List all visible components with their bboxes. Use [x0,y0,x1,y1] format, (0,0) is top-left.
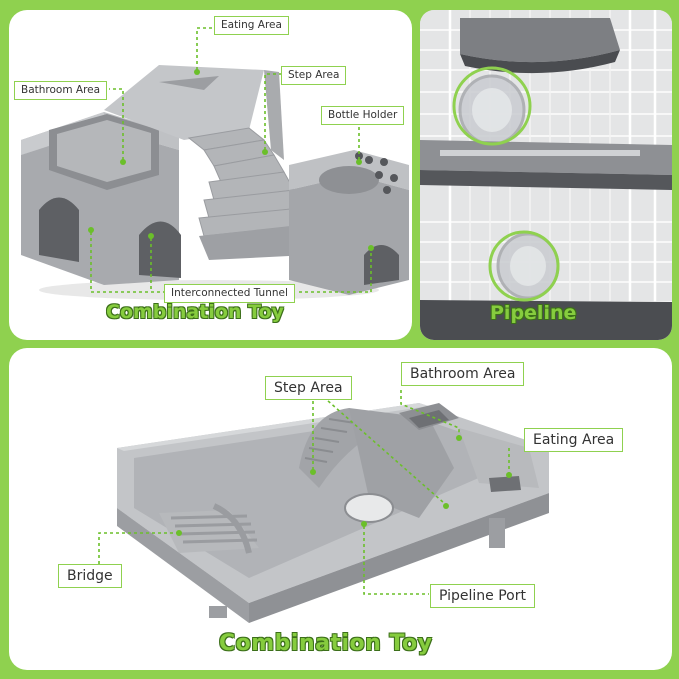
label-bathroom-area: Bathroom Area [14,81,108,100]
label-eating-area: Eating Area [214,16,289,35]
combination-toy-panel: Eating Area Bathroom Area Step Area Bott… [9,10,412,340]
caption-combination-toy: Combination Toy [106,301,284,323]
caption-combination-toy-bottom: Combination Toy [219,631,433,656]
pipeline-panel: Pipeline [420,10,672,340]
pipeline-cage-photo [420,10,672,340]
caption-pipeline: Pipeline [490,302,577,324]
label-step-area-bottom: Step Area [265,376,352,400]
label-interconnected-tunnel: Interconnected Tunnel [164,284,295,303]
combination-tray-panel: Step Area Bathroom Area Eating Area Brid… [9,348,672,670]
label-eating-area-bottom: Eating Area [524,428,624,452]
label-bathroom-area-bottom: Bathroom Area [401,362,525,386]
label-step-area: Step Area [281,66,347,85]
label-pipeline-port: Pipeline Port [430,584,535,608]
label-bottle-holder: Bottle Holder [321,106,405,125]
label-bridge: Bridge [58,564,122,588]
